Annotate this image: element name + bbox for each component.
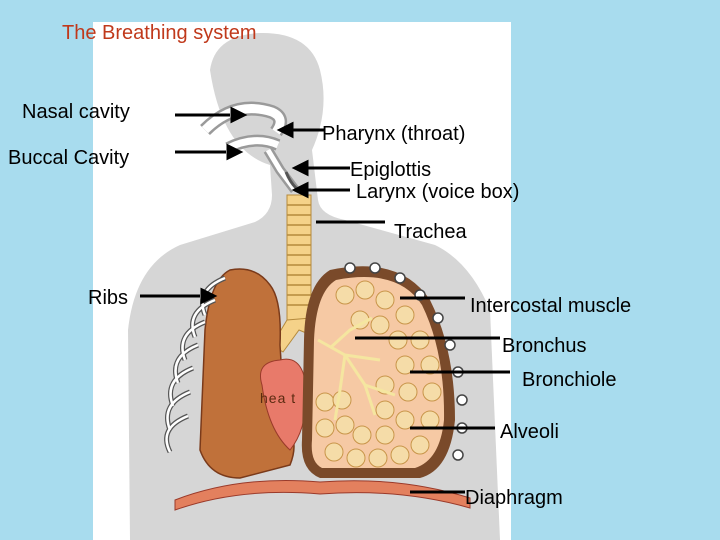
page-title: The Breathing system [62,22,257,44]
label-nasal-cavity: Nasal cavity [22,101,130,123]
label-alveoli: Alveoli [500,421,559,443]
alveoli-clusters [315,280,442,468]
nasal-passage [200,101,299,193]
label-pharynx: Pharynx (throat) [322,123,466,145]
label-heart: hea t [260,390,297,406]
label-trachea: Trachea [394,221,467,243]
label-diaphragm: Diaphragm [465,487,563,509]
diaphragm-muscle [174,479,471,511]
label-buccal-cavity: Buccal Cavity [8,147,130,169]
label-bronchus: Bronchus [502,335,587,357]
left-lung [199,268,295,479]
label-larynx: Larynx (voice box) [356,181,520,203]
bronchial-tree [317,316,396,421]
label-bronchiole: Bronchiole [522,369,617,391]
label-ribs: Ribs [88,287,129,309]
label-epiglottis: Epiglottis [350,159,432,181]
right-lung [301,262,468,478]
label-intercostal-muscle: Intercostal muscle [470,295,632,317]
pointer-lines [140,106,510,494]
